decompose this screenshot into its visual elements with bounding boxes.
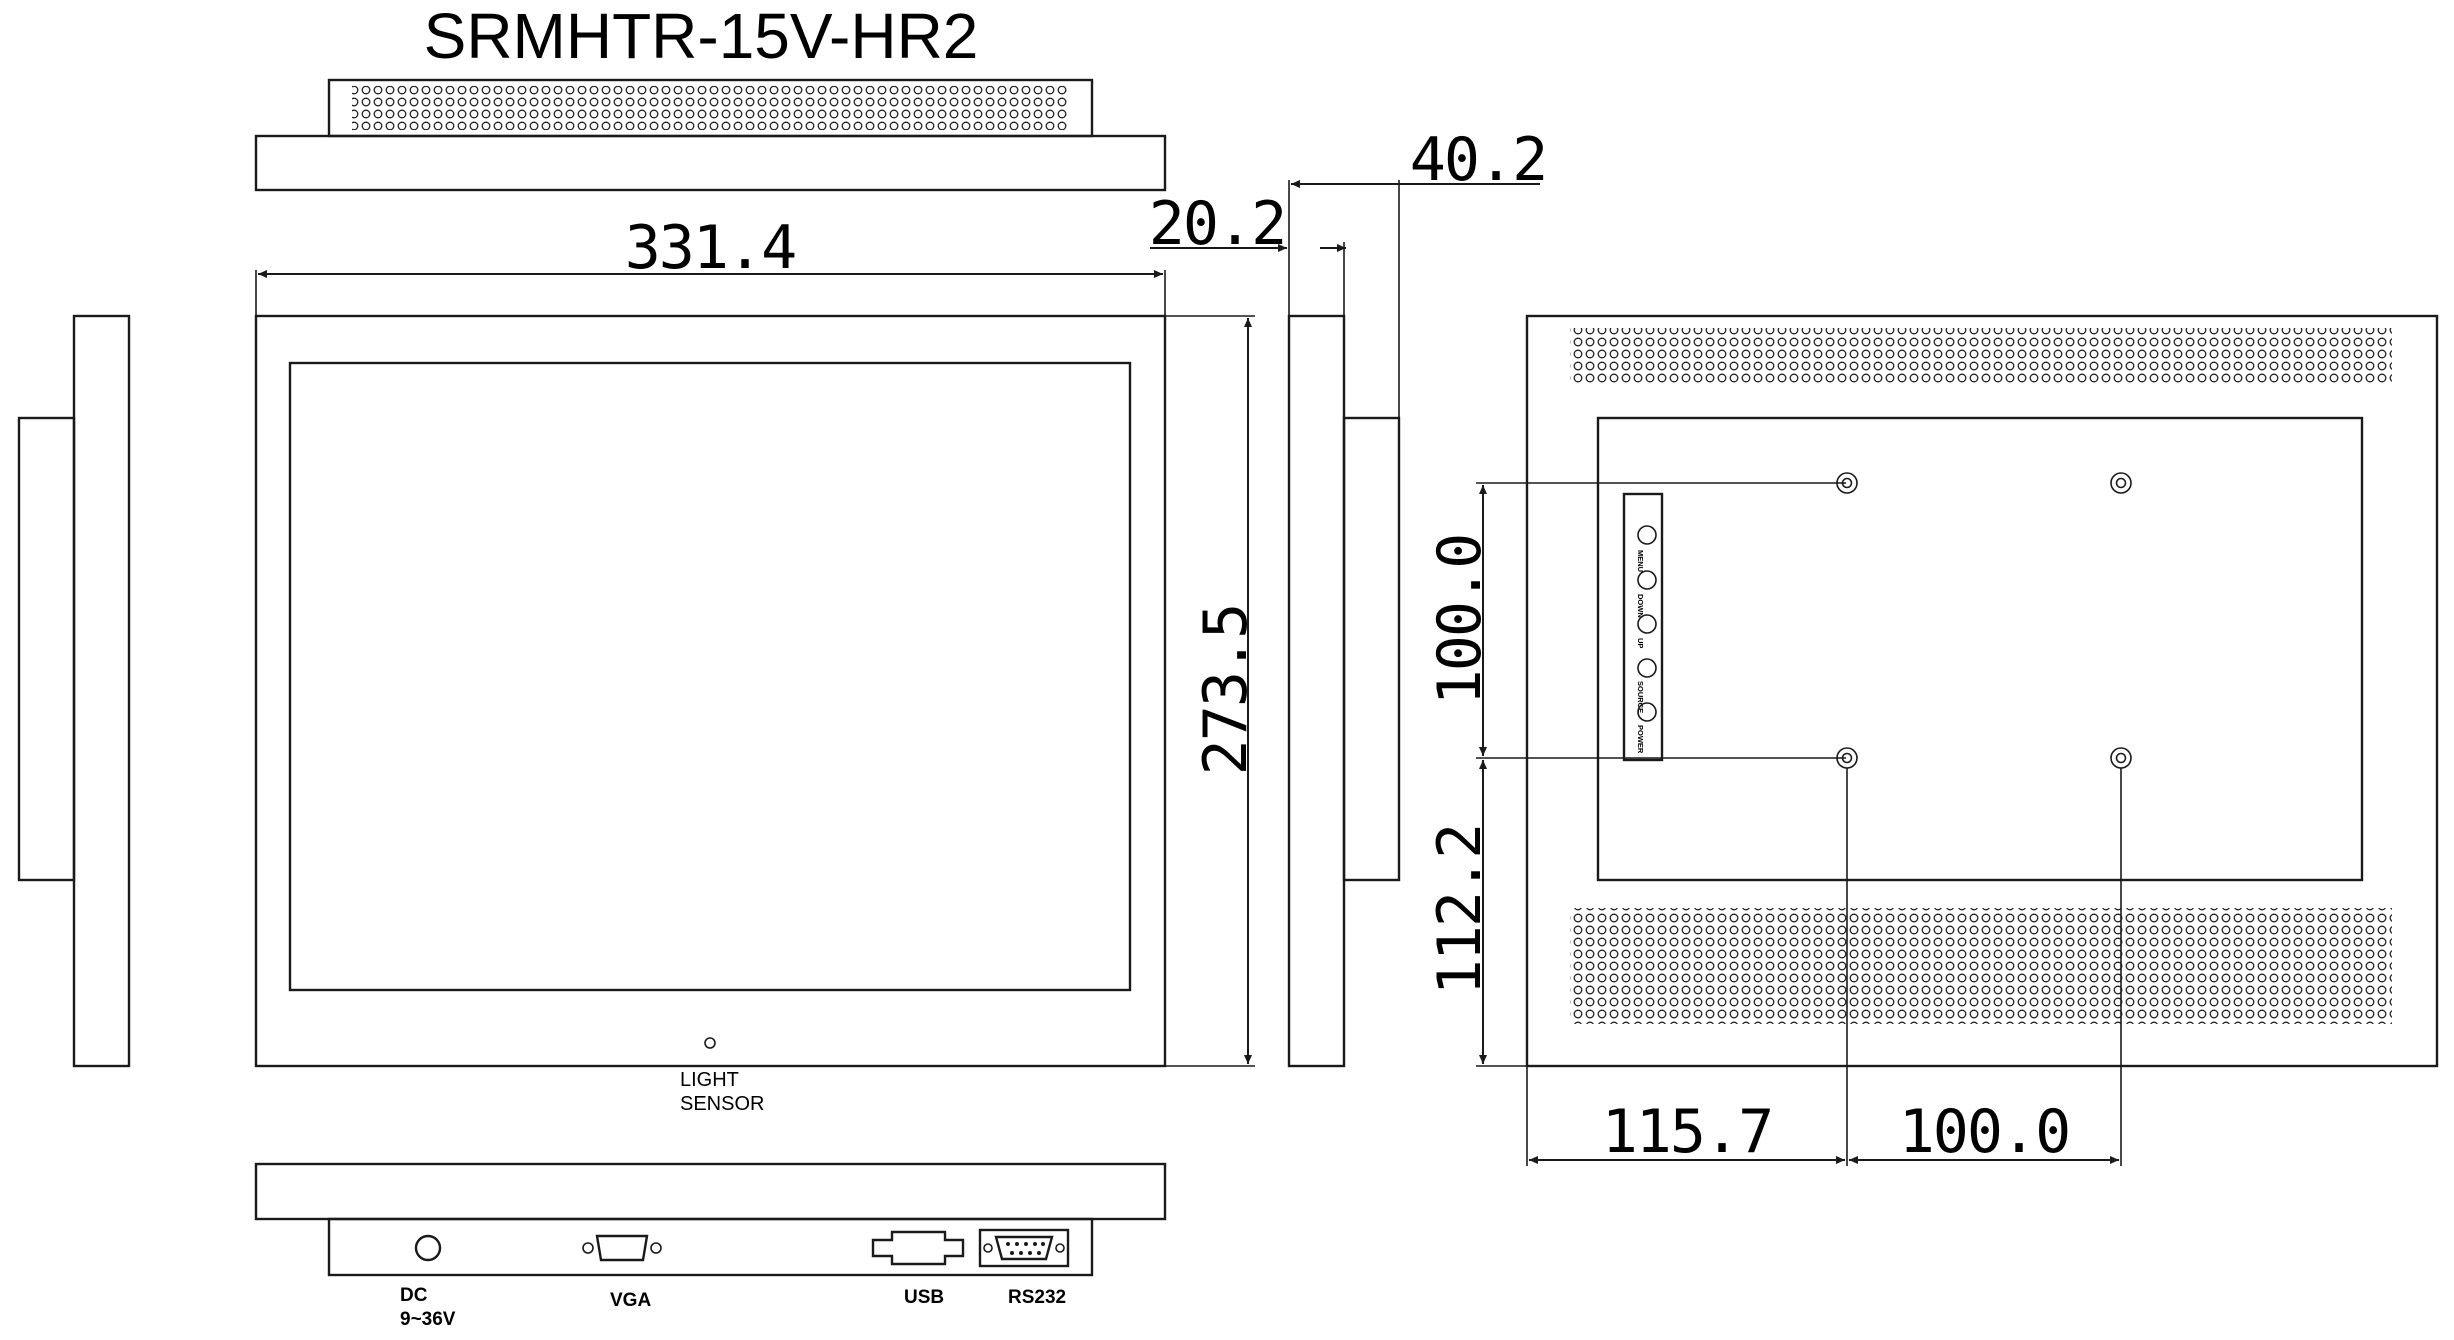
usb-label: USB: [904, 1287, 944, 1308]
dimension-side-offset-label: 115.7: [1602, 1097, 1773, 1167]
power-button: [1637, 702, 1657, 722]
rear-housing: [1525, 314, 2439, 1068]
vesa-screw-top-right: [2110, 472, 2132, 494]
light-sensor-dot: [704, 1037, 716, 1049]
svg-text:DOWN: DOWN: [1636, 594, 1645, 618]
svg-text:UP: UP: [1636, 638, 1645, 648]
vga-port-icon: [582, 1234, 662, 1262]
rs232-port-icon: [978, 1228, 1070, 1268]
light-sensor-label-2: SENSOR: [680, 1093, 764, 1115]
dc-jack-icon: [414, 1234, 442, 1262]
dimension-vesa-horizontal: 115.7 100.0: [1526, 768, 2122, 1167]
front-view: LIGHT SENSOR: [254, 314, 1167, 1115]
rs232-label: RS232: [1008, 1287, 1066, 1308]
bottom-view: DC 9~36V VGA USB RS232: [254, 1162, 1167, 1330]
dimension-vesa-vertical: 100.0 112.2: [1425, 482, 1846, 1067]
dimension-vesa-vertical-label: 100.0: [1425, 535, 1495, 706]
rear-top-vent: [1570, 328, 2392, 384]
top-view: [254, 78, 1167, 192]
dimension-depth-total: 40.2: [1288, 125, 1548, 418]
right-side-view: [1287, 314, 1401, 1068]
left-side-body: [17, 416, 76, 882]
down-button: [1637, 570, 1657, 590]
menu-button: [1637, 525, 1657, 545]
vesa-screw-bottom-right: [2110, 747, 2132, 769]
dimension-bottom-offset-label: 112.2: [1425, 825, 1495, 996]
svg-text:SOURCE: SOURCE: [1636, 681, 1645, 713]
dimension-depth-bezel-label: 20.2: [1149, 189, 1286, 259]
source-button: [1637, 658, 1657, 678]
dimension-depth-bezel: 20.2: [1149, 189, 1346, 316]
bottom-bezel: [254, 1162, 1167, 1221]
front-bezel: [254, 314, 1167, 1068]
rear-view: MENU DOWN UP SOURCE POWER: [1525, 314, 2439, 1068]
left-side-view: [17, 314, 131, 1068]
svg-text:POWER: POWER: [1636, 725, 1645, 754]
right-side-body: [1342, 416, 1401, 882]
dc-label-1: DC: [400, 1285, 428, 1306]
button-strip: MENU DOWN UP SOURCE POWER: [1622, 492, 1664, 762]
display-screen: [288, 361, 1132, 992]
right-side-bezel: [1287, 314, 1346, 1068]
vga-label: VGA: [610, 1290, 651, 1311]
dimension-depth-total-label: 40.2: [1410, 125, 1547, 195]
light-sensor-label-1: LIGHT: [680, 1069, 739, 1091]
dimension-width: 331.4: [255, 213, 1166, 318]
bottom-io-housing: [327, 1217, 1094, 1277]
rear-bottom-vent: [1570, 908, 2392, 1024]
dimension-height: 273.5: [1165, 315, 1261, 1067]
left-side-bezel: [72, 314, 131, 1068]
dimension-vesa-horizontal-label: 100.0: [1899, 1097, 2070, 1167]
rear-panel: [1596, 416, 2364, 882]
dimension-height-label: 273.5: [1191, 605, 1261, 776]
dc-label-2: 9~36V: [400, 1309, 456, 1330]
up-button: [1637, 614, 1657, 634]
top-vent-holes: [352, 86, 1068, 130]
top-bezel: [254, 134, 1167, 192]
model-title: SRMHTR-15V-HR2: [424, 0, 979, 72]
svg-text:MENU: MENU: [1636, 550, 1645, 572]
dimension-width-label: 331.4: [625, 213, 796, 283]
usb-port-icon: [871, 1230, 965, 1266]
